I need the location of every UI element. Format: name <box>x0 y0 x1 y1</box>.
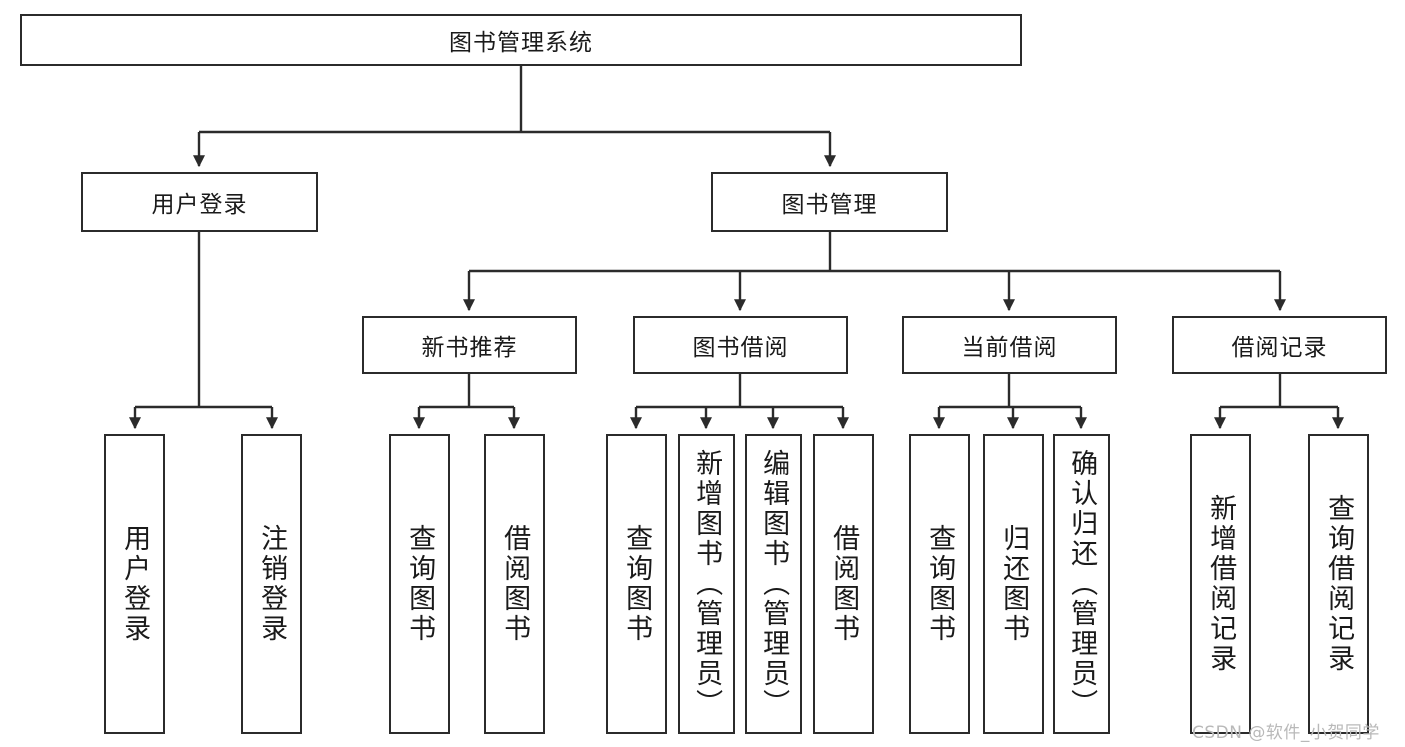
node-leaf-add-book-admin[interactable]: 新增图书（管理员） <box>678 434 735 734</box>
edge-group-root <box>193 66 836 168</box>
node-leaf-edit-book-admin[interactable]: 编辑图书（管理员） <box>745 434 802 734</box>
edge-group-current-borrow <box>933 374 1087 430</box>
node-leaf-query-book-1[interactable]: 查询图书 <box>389 434 450 734</box>
node-leaf-user-login[interactable]: 用户登录 <box>104 434 165 734</box>
node-leaf-user-logout[interactable]: 注销登录 <box>241 434 302 734</box>
node-user-login[interactable]: 用户登录 <box>81 172 318 232</box>
node-new-book-recommend[interactable]: 新书推荐 <box>362 316 577 374</box>
edge-group-new-book-recommend <box>413 374 520 430</box>
node-root[interactable]: 图书管理系统 <box>20 14 1022 66</box>
node-leaf-query-borrow-record[interactable]: 查询借阅记录 <box>1308 434 1369 734</box>
node-borrow-record[interactable]: 借阅记录 <box>1172 316 1387 374</box>
node-leaf-confirm-return-admin[interactable]: 确认归还（管理员） <box>1053 434 1110 734</box>
node-leaf-add-borrow-record[interactable]: 新增借阅记录 <box>1190 434 1251 734</box>
node-book-borrow[interactable]: 图书借阅 <box>633 316 848 374</box>
node-leaf-query-book-3[interactable]: 查询图书 <box>909 434 970 734</box>
node-leaf-borrow-book-2[interactable]: 借阅图书 <box>813 434 874 734</box>
node-leaf-borrow-book-1[interactable]: 借阅图书 <box>484 434 545 734</box>
csdn-watermark: CSDN @软件_小贺同学 <box>1192 723 1380 743</box>
node-current-borrow[interactable]: 当前借阅 <box>902 316 1117 374</box>
node-leaf-return-book[interactable]: 归还图书 <box>983 434 1044 734</box>
node-book-manage[interactable]: 图书管理 <box>711 172 948 232</box>
edge-group-borrow-record <box>1214 374 1344 430</box>
edge-group-user-login <box>129 232 278 430</box>
edge-group-book-manage <box>463 232 1286 312</box>
node-leaf-query-book-2[interactable]: 查询图书 <box>606 434 667 734</box>
edge-group-book-borrow <box>630 374 849 430</box>
